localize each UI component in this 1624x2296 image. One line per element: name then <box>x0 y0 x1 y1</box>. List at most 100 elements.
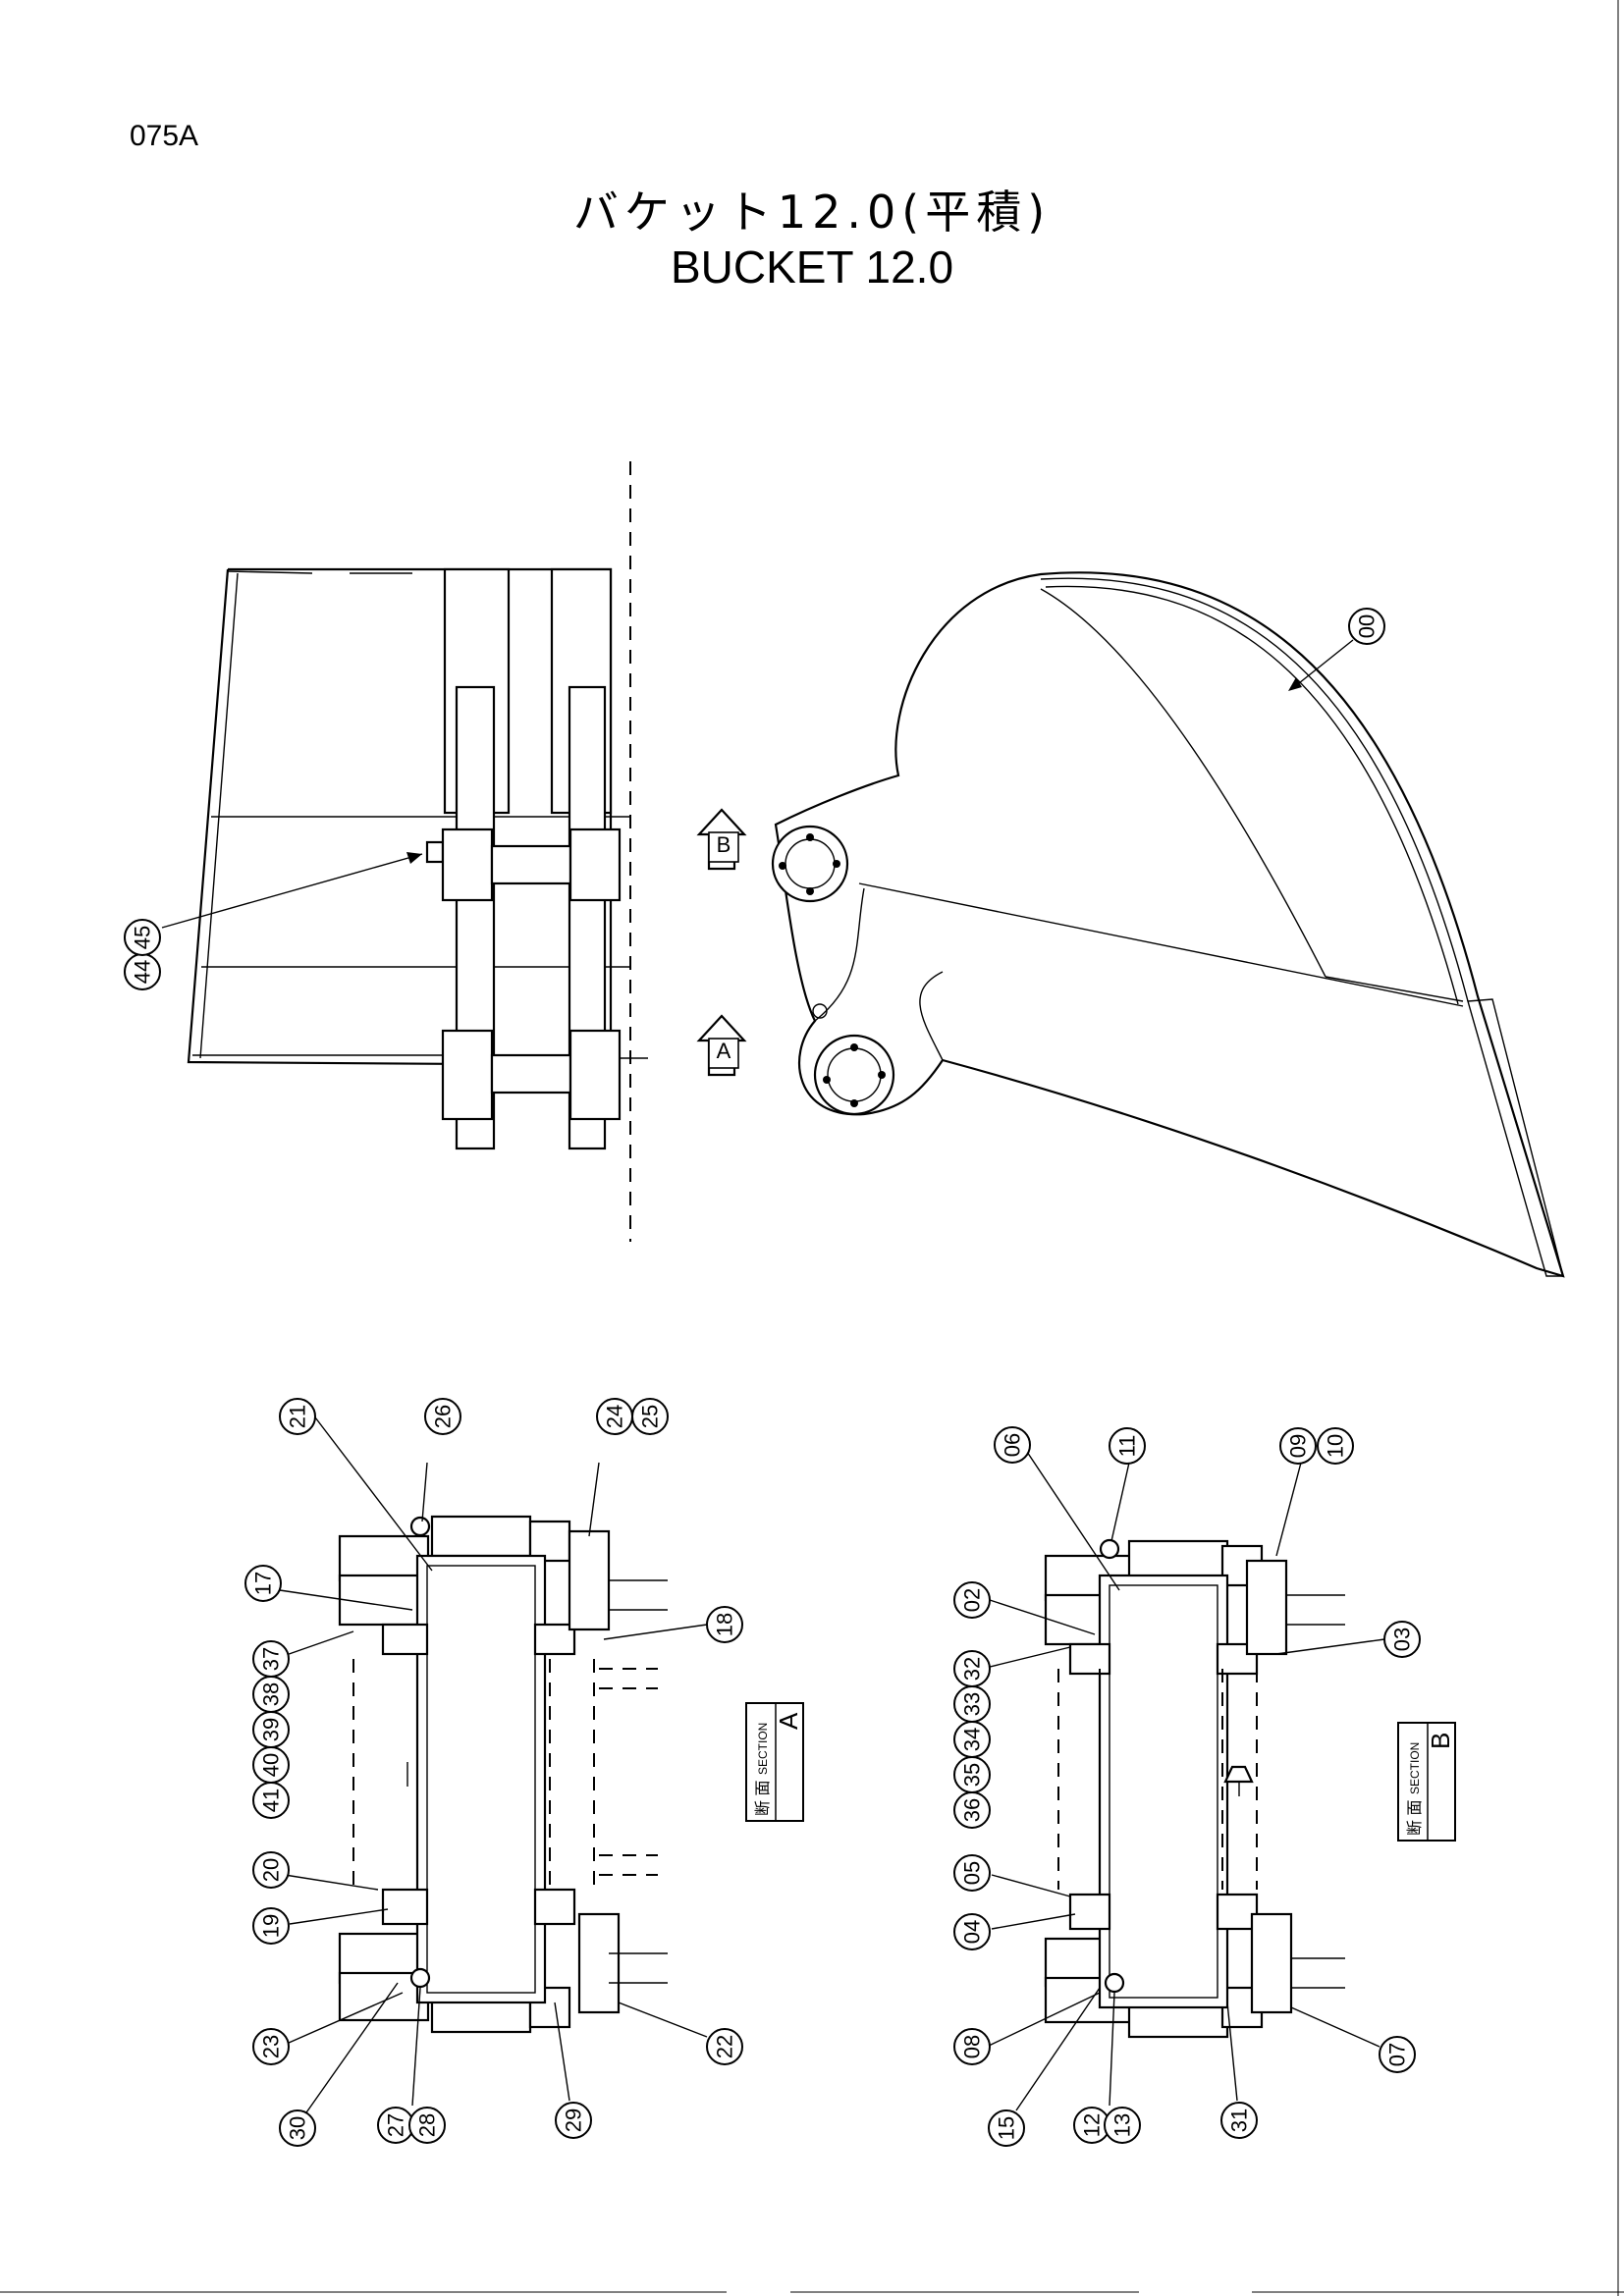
svg-text:06: 06 <box>1001 1433 1025 1457</box>
svg-text:37: 37 <box>259 1647 284 1671</box>
section-b-label: 断 面 SECTION B <box>1397 1722 1456 1842</box>
svg-text:19: 19 <box>259 1914 284 1938</box>
callout-05: 05 <box>953 1854 991 1892</box>
callout-30: 30 <box>279 2109 316 2147</box>
svg-text:34: 34 <box>960 1728 985 1751</box>
callout-03: 03 <box>1383 1621 1421 1658</box>
callout-32: 32 <box>953 1650 991 1687</box>
section-a-kanji: 断 面 <box>754 1781 772 1816</box>
callout-25: 25 <box>631 1398 669 1435</box>
callout-04: 04 <box>953 1913 991 1950</box>
bucket-side-view <box>161 461 648 1242</box>
callout-19: 19 <box>252 1907 290 1945</box>
callout-22: 22 <box>706 2028 743 2065</box>
section-a-word: SECTION <box>756 1723 770 1775</box>
svg-text:29: 29 <box>562 2109 586 2132</box>
view-marker-b-letter: B <box>717 832 731 857</box>
svg-text:23: 23 <box>259 2035 284 2058</box>
svg-text:18: 18 <box>713 1613 737 1636</box>
callout-06: 06 <box>994 1426 1031 1464</box>
svg-text:08: 08 <box>960 2035 985 2058</box>
callout-20: 20 <box>252 1851 290 1889</box>
svg-text:38: 38 <box>259 1682 284 1706</box>
title-japanese: バケット12.0(平積) <box>572 186 1052 239</box>
svg-text:12: 12 <box>1080 2113 1105 2137</box>
callout-26: 26 <box>424 1398 461 1435</box>
svg-text:40: 40 <box>259 1753 284 1777</box>
callout-08: 08 <box>953 2028 991 2065</box>
callout-18: 18 <box>706 1606 743 1643</box>
svg-text:44: 44 <box>131 960 155 984</box>
callout-13: 13 <box>1104 2107 1141 2144</box>
callout-40: 40 <box>252 1746 290 1784</box>
svg-text:20: 20 <box>259 1858 284 1882</box>
section-b-letter: B <box>1426 1733 1455 1749</box>
callout-39: 39 <box>252 1711 290 1748</box>
callout-28: 28 <box>408 2107 446 2144</box>
svg-text:26: 26 <box>431 1405 456 1428</box>
svg-text:07: 07 <box>1385 2043 1410 2066</box>
callout-37: 37 <box>252 1640 290 1678</box>
svg-text:39: 39 <box>259 1718 284 1741</box>
svg-text:25: 25 <box>638 1405 663 1428</box>
svg-text:27: 27 <box>384 2113 408 2137</box>
svg-text:45: 45 <box>131 926 155 949</box>
callout-23: 23 <box>252 2028 290 2065</box>
section-b-drawing <box>981 1442 1385 2111</box>
callout-31: 31 <box>1220 2102 1258 2139</box>
svg-text:31: 31 <box>1227 2109 1252 2132</box>
svg-text:35: 35 <box>960 1763 985 1787</box>
page-code: 075A <box>130 120 199 152</box>
svg-text:05: 05 <box>960 1861 985 1885</box>
callout-34: 34 <box>953 1721 991 1758</box>
svg-text:09: 09 <box>1286 1434 1311 1458</box>
svg-text:15: 15 <box>995 2116 1019 2140</box>
svg-text:10: 10 <box>1324 1434 1348 1458</box>
svg-text:36: 36 <box>960 1798 985 1822</box>
svg-text:04: 04 <box>960 1920 985 1944</box>
svg-text:21: 21 <box>286 1405 310 1428</box>
callout-27: 27 <box>377 2107 414 2144</box>
svg-text:22: 22 <box>713 2035 737 2058</box>
svg-text:17: 17 <box>251 1572 276 1595</box>
svg-text:13: 13 <box>1110 2113 1135 2137</box>
section-a-label: 断 面 SECTION A <box>745 1702 804 1822</box>
svg-text:30: 30 <box>286 2116 310 2140</box>
callout-44: 44 <box>124 953 161 990</box>
callout-02: 02 <box>953 1581 991 1619</box>
section-b-word: SECTION <box>1408 1742 1422 1794</box>
view-marker-a: A <box>696 1014 747 1077</box>
callout-24: 24 <box>596 1398 633 1435</box>
callout-09: 09 <box>1279 1427 1317 1465</box>
svg-text:24: 24 <box>603 1405 627 1428</box>
callout-00: 00 <box>1348 608 1385 645</box>
callout-11: 11 <box>1109 1427 1146 1465</box>
callout-38: 38 <box>252 1676 290 1713</box>
view-marker-a-letter: A <box>717 1039 731 1063</box>
section-a-drawing <box>274 1413 708 2116</box>
callout-35: 35 <box>953 1756 991 1793</box>
svg-text:00: 00 <box>1355 614 1380 638</box>
callout-41: 41 <box>252 1782 290 1819</box>
callouts: 00 44 45 21 26 24 25 17 18 37 38 39 40 4… <box>124 608 1421 2147</box>
section-a-letter: A <box>774 1712 803 1730</box>
callout-12: 12 <box>1073 2107 1110 2144</box>
svg-text:41: 41 <box>259 1789 284 1812</box>
callout-33: 33 <box>953 1685 991 1723</box>
svg-text:28: 28 <box>415 2113 440 2137</box>
svg-text:33: 33 <box>960 1692 985 1716</box>
svg-text:32: 32 <box>960 1657 985 1681</box>
svg-text:11: 11 <box>1115 1435 1140 1458</box>
callout-17: 17 <box>244 1565 282 1602</box>
callout-10: 10 <box>1317 1427 1354 1465</box>
view-marker-b: B <box>696 808 747 871</box>
callout-45: 45 <box>124 919 161 956</box>
callout-36: 36 <box>953 1791 991 1829</box>
callout-29: 29 <box>555 2102 592 2139</box>
callout-07: 07 <box>1379 2036 1416 2073</box>
title-english: BUCKET 12.0 <box>670 241 954 293</box>
callout-21: 21 <box>279 1398 316 1435</box>
callout-15: 15 <box>988 2109 1025 2147</box>
svg-text:03: 03 <box>1390 1628 1415 1651</box>
